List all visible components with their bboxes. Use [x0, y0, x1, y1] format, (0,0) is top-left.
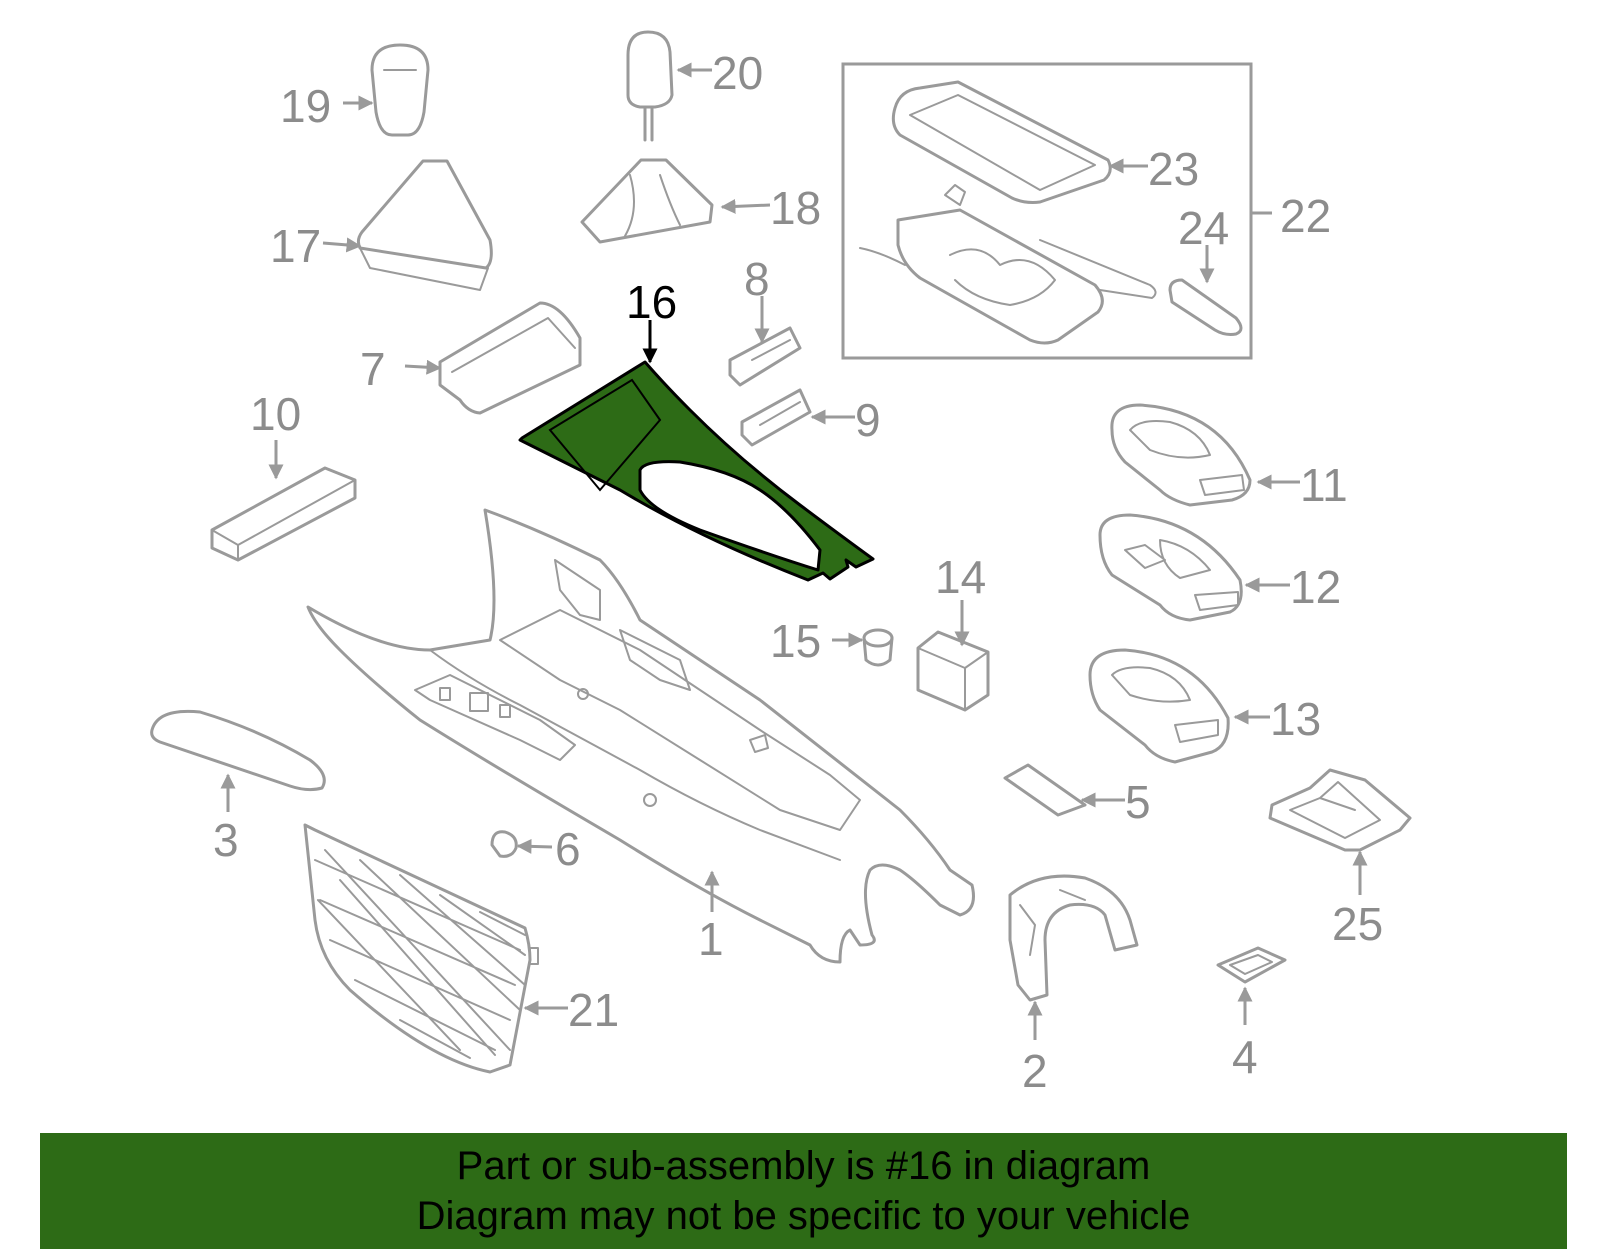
callout-19: 19: [280, 80, 331, 132]
part-23-tray-gasket[interactable]: [891, 80, 1112, 204]
callout-25: 25: [1332, 898, 1383, 950]
part-21-storage-net[interactable]: [303, 823, 539, 1074]
part-12-trim-bezel[interactable]: [1098, 513, 1243, 622]
callout-18: 18: [770, 182, 821, 234]
callout-22: 22: [1280, 190, 1331, 242]
callout-5: 5: [1125, 776, 1151, 828]
part-16-console-trim-panel[interactable]: [518, 360, 875, 582]
part-1-center-console[interactable]: [306, 508, 975, 964]
part-6-clip[interactable]: [490, 830, 518, 858]
part-9-bracket[interactable]: [740, 388, 812, 447]
part-22-assembly-box: [841, 62, 1253, 360]
callout-16: 16: [626, 276, 677, 328]
part-7-storage-compartment[interactable]: [438, 301, 582, 415]
callout-14: 14: [935, 551, 986, 603]
callout-21: 21: [568, 984, 619, 1036]
callout-20: 20: [712, 47, 763, 99]
callout-10: 10: [250, 388, 301, 440]
part-13-trim-bezel[interactable]: [1088, 648, 1230, 764]
part-25-bracket[interactable]: [1268, 768, 1412, 852]
callout-6: 6: [555, 823, 581, 875]
part-24-handle[interactable]: [1168, 278, 1243, 336]
part-19-shift-knob[interactable]: [370, 43, 430, 137]
callout-7: 7: [360, 343, 386, 395]
part-22-storage-tray[interactable]: [859, 184, 1157, 345]
part-20-selector-knob[interactable]: [626, 30, 674, 142]
callout-3: 3: [213, 814, 239, 866]
part-17-shift-boot[interactable]: [356, 159, 493, 291]
callout-13: 13: [1270, 693, 1321, 745]
callout-9: 9: [855, 394, 881, 446]
callout-4: 4: [1232, 1031, 1258, 1083]
callout-12: 12: [1290, 561, 1341, 613]
part-3-trim-strip[interactable]: [150, 709, 326, 792]
part-8-bracket[interactable]: [728, 326, 802, 387]
part-15-socket[interactable]: [862, 628, 894, 667]
part-5-pad[interactable]: [1003, 763, 1087, 817]
callout-2: 2: [1022, 1045, 1048, 1097]
callout-24: 24: [1178, 202, 1229, 254]
callout-11: 11: [1300, 459, 1348, 511]
part-14-switch[interactable]: [916, 630, 990, 712]
banner-line-2: Diagram may not be specific to your vehi…: [416, 1194, 1191, 1238]
part-18-selector-boot[interactable]: [580, 158, 714, 244]
callout-15: 15: [770, 615, 821, 667]
callout-23: 23: [1148, 143, 1199, 195]
info-banner: Part or sub-assembly is #16 in diagram D…: [40, 1133, 1567, 1249]
callout-17: 17: [270, 220, 321, 272]
callout-8: 8: [744, 253, 770, 305]
part-10-switch-block[interactable]: [210, 466, 357, 562]
part-11-trim-bezel[interactable]: [1110, 403, 1252, 507]
part-4-cover[interactable]: [1216, 946, 1287, 984]
part-2-shield[interactable]: [1008, 874, 1139, 1002]
callout-1: 1: [698, 913, 724, 965]
banner-line-1: Part or sub-assembly is #16 in diagram: [456, 1144, 1151, 1188]
